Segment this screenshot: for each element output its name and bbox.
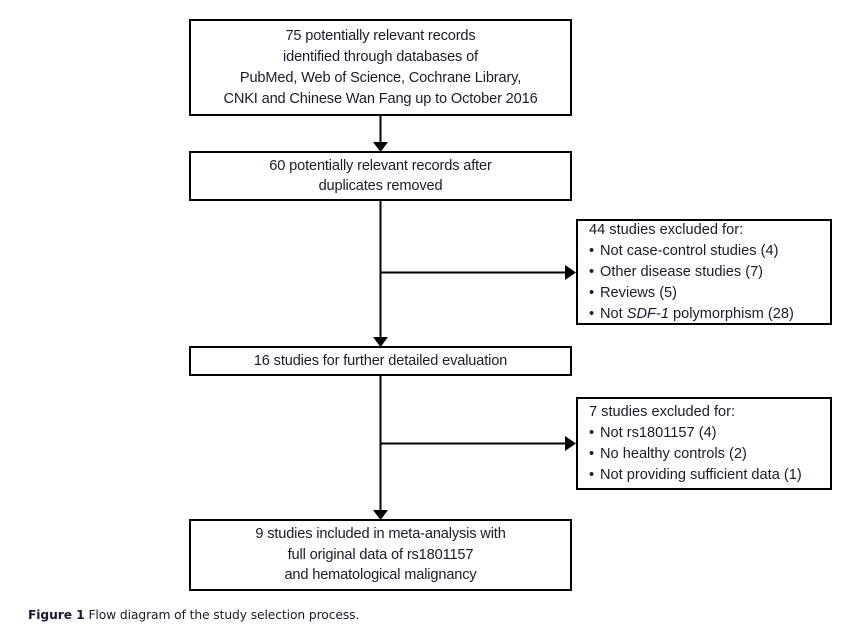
arrow-branch-first-exclusion [380, 265, 576, 280]
flow-node-further-evaluation: 16 studies for further detailed evaluati… [189, 346, 572, 376]
exclusion-item-text: Not rs1801157 (4) [600, 424, 717, 441]
exclusion-item: Other disease studies (7) [589, 262, 763, 283]
exclusion-item: Not rs1801157 (4) [589, 423, 717, 444]
exclusion-heading: 7 studies excluded for: [589, 403, 736, 420]
flow-node-excluded-second: 7 studies excluded for: Not rs1801157 (4… [576, 397, 832, 490]
exclusion-item: Not SDF-1 polymorphism (28) [589, 304, 794, 325]
flow-node-line: PubMed, Web of Science, Cochrane Library… [239, 69, 522, 86]
exclusion-item-text: Other disease studies (7) [600, 263, 764, 280]
flow-node-line: 60 potentially relevant records after [269, 157, 492, 174]
flow-node-line: 9 studies included in meta-analysis with [255, 526, 506, 543]
exclusion-item-text: Reviews (5) [600, 284, 678, 301]
flow-node-line: 75 potentially relevant records [285, 27, 476, 44]
arrow-branch-second-exclusion [380, 436, 576, 451]
flow-node-excluded-first: 44 studies excluded for: Not case-contro… [576, 219, 832, 325]
exclusion-item: No healthy controls (2) [589, 444, 747, 465]
flow-node-line: CNKI and Chinese Wan Fang up to October … [223, 90, 538, 107]
exclusion-item-text: No healthy controls (2) [600, 445, 747, 462]
exclusion-heading: 44 studies excluded for: [589, 221, 744, 238]
flow-node-line: full original data of rs1801157 [287, 546, 474, 563]
flow-node-line: duplicates removed [318, 178, 443, 194]
figure-caption-text: Flow diagram of the study selection proc… [88, 608, 360, 622]
flow-node-line: identified through databases of [283, 48, 478, 65]
figure-caption: Figure 1 Flow diagram of the study selec… [28, 607, 359, 624]
arrow-identified-to-duplicates [373, 116, 388, 152]
flow-node-duplicates-removed: 60 potentially relevant records after du… [189, 151, 572, 201]
arrow-evaluation-to-included [373, 376, 388, 520]
exclusion-item-text: Not [600, 305, 627, 322]
exclusion-item-text: Not providing sufficient data (1) [600, 466, 802, 483]
flow-node-included-meta-analysis: 9 studies included in meta-analysis with… [189, 519, 572, 591]
arrow-duplicates-to-evaluation [373, 201, 388, 347]
exclusion-item-text-tail: polymorphism (28) [668, 305, 794, 322]
exclusion-item: Reviews (5) [589, 283, 677, 304]
figure-caption-label: Figure 1 [28, 608, 85, 622]
exclusion-item: Not providing sufficient data (1) [589, 465, 802, 486]
flow-node-records-identified: 75 potentially relevant records identifi… [189, 19, 572, 116]
exclusion-item: Not case-control studies (4) [589, 241, 778, 262]
exclusion-item-text: Not case-control studies (4) [600, 242, 779, 259]
flow-node-line: and hematological malignancy [284, 567, 477, 584]
flow-node-line: 16 studies for further detailed evaluati… [253, 352, 508, 369]
gene-symbol: SDF-1 [626, 305, 669, 322]
